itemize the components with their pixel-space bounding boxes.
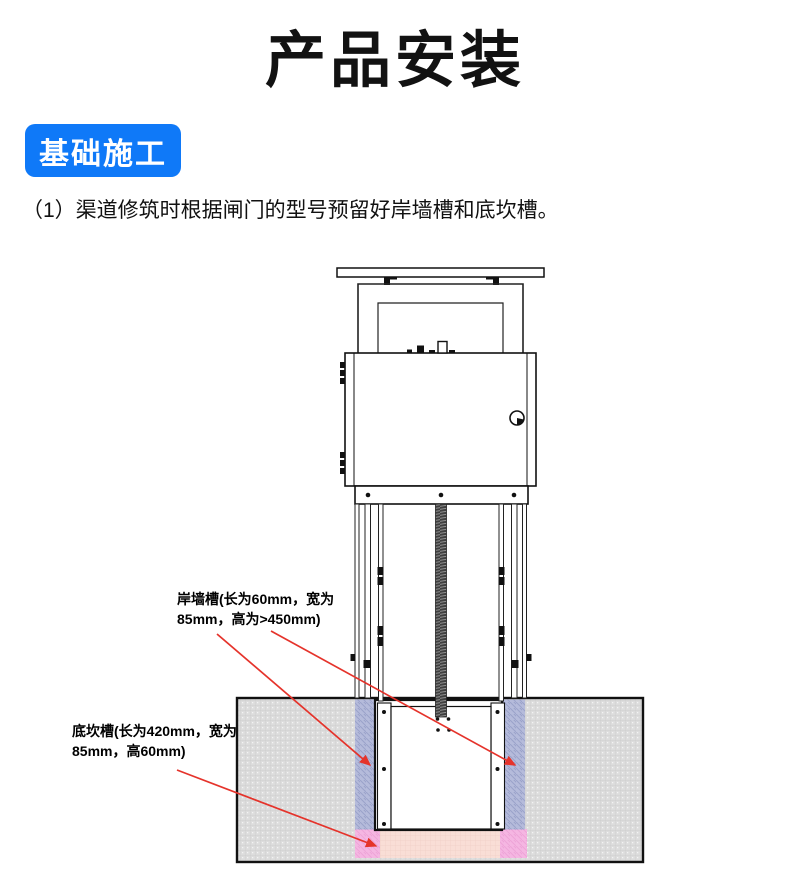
arrow-sill-groove [176, 769, 378, 848]
leg-clamps [350, 567, 532, 668]
bank-wall-groove-left [355, 699, 376, 830]
solar-panel [336, 267, 545, 285]
cabinet-hinges [340, 362, 345, 474]
panel-bracket-left [384, 277, 397, 285]
mast-inner-frame [377, 302, 504, 353]
gate-guide-frame-left [376, 702, 392, 830]
control-cabinet [340, 340, 537, 487]
annotation-arrows [176, 630, 517, 848]
mounting-plate [354, 485, 529, 505]
panel-bracket-right [486, 277, 499, 285]
gate-frame-bolts [382, 710, 500, 826]
step-1-text: （1）渠道修筑时根据闸门的型号预留好岸墙槽和底坎槽。 [22, 199, 559, 222]
mast-frame [357, 283, 524, 353]
gate-panel [390, 705, 492, 830]
bottom-sill-groove-right [500, 829, 527, 858]
arrow-bank-groove-right [270, 630, 517, 766]
bottom-sill-groove-label: 底坎槽(长为420mm，宽为 85mm，高60mm) [72, 723, 237, 760]
bottom-sill-groove-center [376, 829, 504, 858]
gate-guide-frame-right [490, 702, 506, 830]
bank-wall-groove-label: 岸墙槽(长为60mm，宽为 85mm，高为>450mm) [177, 591, 335, 628]
cabinet-handle-icon [509, 410, 525, 426]
gate-channel [373, 698, 506, 832]
lift-screw-rod [435, 503, 447, 718]
cabinet-top-accessories [407, 340, 455, 354]
page-title: 产品安装 [264, 26, 525, 94]
section-badge-label: 基础施工 [39, 137, 167, 171]
support-legs [354, 503, 527, 702]
section-badge: 基础施工 [25, 124, 181, 177]
arrow-bank-groove-left [216, 633, 372, 766]
